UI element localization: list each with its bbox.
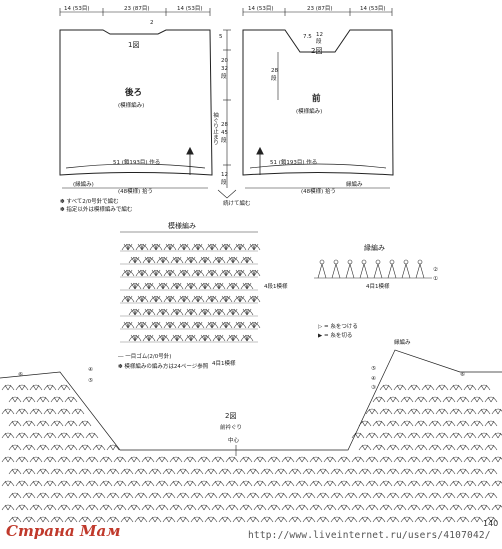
neck-mark-right-4: ④ — [371, 376, 376, 382]
source-url: http://www.liveinternet.ru/users/4107042… — [248, 530, 491, 541]
neck-mark-right-5: ⑤ — [371, 366, 376, 372]
edging-legend-1: ▷ = 糸をつける — [318, 322, 358, 330]
neck-mark-left-6: ⑥ — [18, 372, 23, 378]
back-dim-right: 14 (53目) — [177, 5, 203, 12]
pattern-title: 模様編み — [168, 221, 196, 230]
front-label: 前 — [312, 93, 321, 104]
pattern-chart — [120, 243, 261, 343]
front-border-label: 縁編み — [346, 180, 363, 188]
edging-row-2: ① — [433, 276, 438, 282]
side-armhole-note: 袖ぐり止まり — [212, 111, 219, 146]
svg-text:段: 段 — [271, 74, 277, 82]
side-dimension-line — [217, 29, 237, 199]
back-neck-drop: 2 — [150, 20, 154, 26]
back-label: 後ろ — [125, 87, 142, 98]
front-piece — [242, 8, 394, 189]
front-sublabel: (模様編み) — [296, 107, 322, 115]
svg-text:段: 段 — [221, 72, 227, 80]
watermark: Страна Мам — [6, 522, 121, 540]
neckline-edge-label: 縁編み — [394, 338, 411, 346]
neck-mark-left-4: ④ — [88, 367, 93, 373]
back-border-label: (縁編み) — [73, 180, 94, 188]
edging-legend-2: ▶ = 糸を切る — [318, 331, 352, 339]
edging-repeat: 4目1模様 — [366, 282, 390, 290]
pattern-legend-2: ✽ 模様編みの編み方は24ページ参照 — [118, 362, 209, 370]
neck-mark-left-5: ⑤ — [88, 378, 93, 384]
pattern-legend-1: ― 一目ゴム(2/0号針) — [118, 352, 171, 360]
side-mid-dim: 28 — [221, 122, 228, 128]
side-lower-dim: 12 — [221, 172, 228, 178]
edging-chart — [314, 259, 432, 279]
back-dim-left: 14 (53目) — [64, 5, 90, 12]
svg-text:45: 45 — [221, 130, 228, 136]
note-pattern: ✽ 指定以外は模様編みで編む — [60, 205, 133, 213]
pattern-repeat-horizontal: 4目1模様 — [212, 359, 236, 367]
neckline-center: 中心 — [228, 436, 240, 444]
front-neck-left: 7.5 — [303, 34, 312, 40]
front-dim-left: 14 (53目) — [248, 5, 274, 12]
back-fig-label: 1図 — [128, 41, 139, 49]
front-cast-on: 51 (鎖193目) 作る — [270, 158, 317, 166]
back-piece — [59, 8, 213, 189]
neck-mark-right-6: ⑥ — [460, 372, 465, 378]
back-hem-label: (48模様) 拾う — [118, 187, 153, 195]
svg-text:段: 段 — [221, 136, 227, 144]
edging-row-1: ② — [433, 266, 438, 273]
svg-text:段: 段 — [316, 37, 322, 45]
side-continue-note: 続けて編む — [223, 199, 251, 207]
edging-title: 縁編み — [364, 243, 385, 252]
front-hem-label: (48模様) 拾う — [301, 187, 336, 195]
front-neck-depth: 28 — [271, 68, 278, 74]
neck-mark-right-3: ③ — [371, 385, 376, 391]
neckline-fig: 2図 — [225, 412, 236, 420]
back-cast-on: 51 (鎖193目) 作る — [113, 158, 160, 166]
note-needle: ✽ すべて2/0号針で編む — [60, 197, 119, 205]
front-dim-right: 14 (53目) — [360, 5, 386, 12]
svg-text:段: 段 — [221, 178, 227, 186]
front-fig-label: 2図 — [311, 47, 322, 55]
neckline-outline — [0, 349, 502, 451]
svg-text:32: 32 — [221, 66, 228, 72]
side-top-dim: 5 — [219, 34, 223, 40]
back-sublabel: (模様編み) — [118, 101, 144, 109]
pattern-repeat-vertical: 4段1模様 — [264, 282, 288, 290]
side-upper-dim: 20 — [221, 58, 228, 64]
neckline-title: 前衿ぐり — [220, 423, 242, 431]
neckline-chart — [1, 384, 502, 523]
front-neck-right: 12 — [316, 32, 323, 38]
front-dim-center: 23 (87目) — [307, 5, 333, 12]
back-dim-center: 23 (87目) — [124, 5, 150, 12]
page-number: 140 — [483, 519, 499, 528]
